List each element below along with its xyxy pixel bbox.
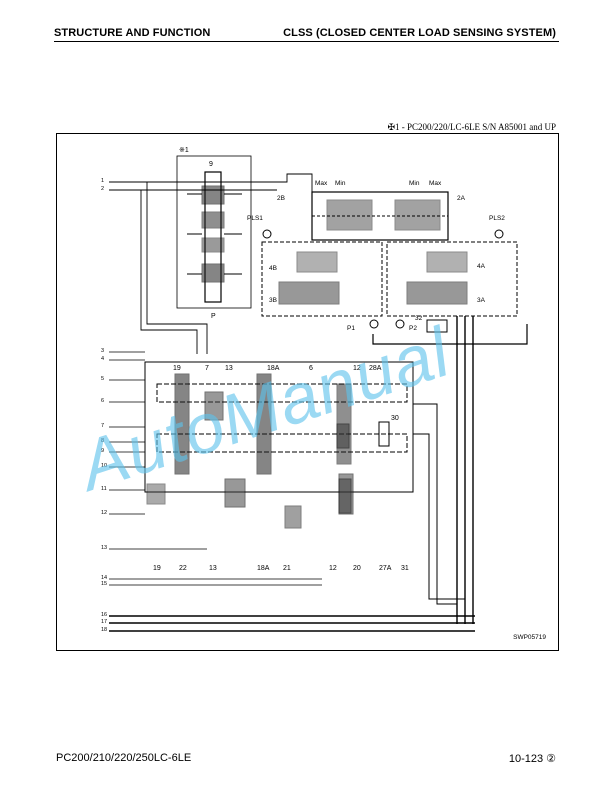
port-number-label: 18 [101,627,107,633]
valve-label: 12 [353,365,361,372]
valve-label: 13 [209,565,217,572]
valve-label: 19 [153,565,161,572]
port-number-label: 11 [101,486,107,492]
valve-label: 28A [369,365,382,372]
pump-label: 3B [269,297,277,304]
port-number-label: 14 [101,575,107,581]
port-number-label: 15 [101,581,107,587]
valve-label: 12 [329,565,337,572]
header-section-title: STRUCTURE AND FUNCTION [54,27,211,39]
valve-label: 27A [379,565,392,572]
valve-label: 6 [309,365,313,372]
valve-label: 18A [267,365,280,372]
pump-label: 4A [477,263,486,270]
port-number-label: 16 [101,612,107,618]
pump-label: P1 [347,325,355,332]
header-rule [54,41,559,42]
port-number-label: 7 [101,423,104,429]
valve-label: 22 [179,565,187,572]
serial-note: ✠1 - PC200/220/LC-6LE S/N A85001 and UP [387,122,556,132]
port-number-label: 17 [101,619,107,625]
pump-label: P2 [409,325,417,332]
pump-label: 4B [269,265,277,272]
footer-model: PC200/210/220/250LC-6LE [56,752,192,764]
port-number-label: 4 [101,356,104,362]
valve-label: 31 [401,565,409,572]
valve-label: 21 [283,565,291,572]
port-number-label: 10 [101,463,107,469]
valve-label: 30 [391,415,399,422]
inset-label: P [211,313,216,320]
port-number-label: 6 [101,398,104,404]
port-number-label: 3 [101,348,104,354]
pump-label: 2B [277,195,285,202]
valve-label: 18A [257,565,270,572]
valve-label: 13 [225,365,233,372]
port-number-label: 1 [101,178,104,184]
port-number-label: 13 [101,545,107,551]
pump-label: Min [335,180,346,187]
inset-label: 9 [209,161,213,168]
port-number-label: 5 [101,376,104,382]
pump-label: 32 [415,315,423,322]
port-number-label: 2 [101,186,104,192]
port-number-label: 12 [101,510,107,516]
header-chapter-title: CLSS (CLOSED CENTER LOAD SENSING SYSTEM) [283,27,556,39]
pump-label: Max [315,180,328,187]
inset-mark-label: ※1 [179,147,189,154]
port-number-label: 8 [101,438,104,444]
valve-label: 20 [353,565,361,572]
pump-label: 2A [457,195,466,202]
valve-label: 19 [173,365,181,372]
pump-label: Min [409,180,420,187]
pump-label: PLS1 [247,215,263,222]
footer-page-number: 10-123 ② [508,753,556,765]
valve-label: 7 [205,365,209,372]
pump-label: Max [429,180,442,187]
drawing-code: SWP05719 [513,634,546,641]
port-number-label: 9 [101,448,104,454]
pump-label: 3A [477,297,486,304]
pump-label: PLS2 [489,215,505,222]
